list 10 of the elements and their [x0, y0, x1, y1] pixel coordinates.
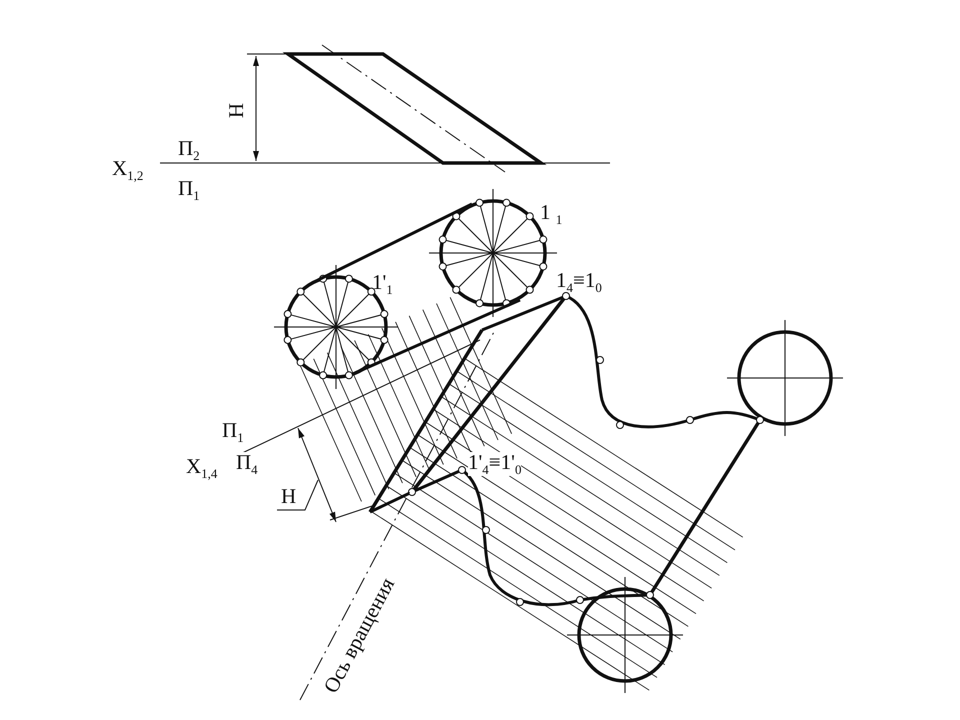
point-label: 1'$_{4}$≡1'$_{0}$: [468, 452, 522, 476]
plane-label: Π$_{1}$: [222, 420, 244, 444]
plane-label: Π$_{2}$: [178, 138, 200, 162]
plane-label: Π$_{4}$: [236, 452, 258, 476]
point-label: 1$_{4}$≡1$_{0}$: [556, 270, 602, 294]
axis-label: X$_{1,4}$: [186, 456, 218, 480]
axis-label: X$_{1,2}$: [112, 158, 144, 182]
point-label: 1 $_{1}$: [540, 202, 562, 226]
point-label: 1'$_{1}$: [372, 272, 393, 296]
plane-label: Π$_{1}$: [178, 178, 200, 202]
